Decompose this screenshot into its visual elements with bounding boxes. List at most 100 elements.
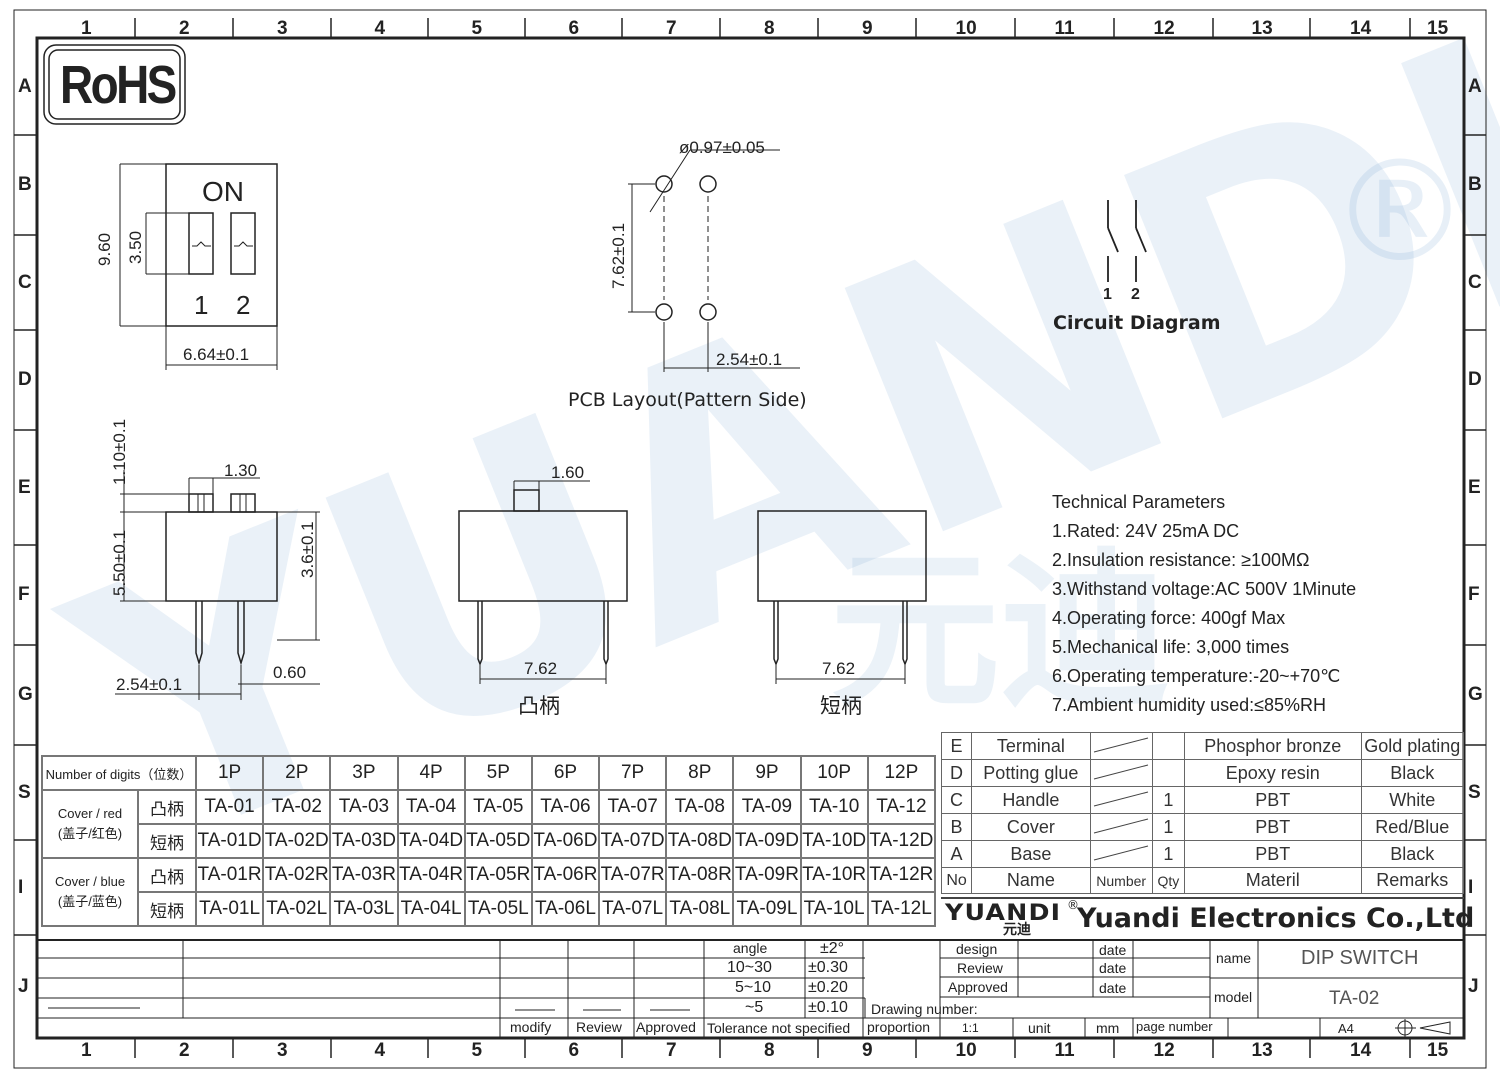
pn-cell: TA-12R [866, 857, 937, 893]
tech-param-item: 6.Operating temperature:-20~+70℃ [1052, 666, 1341, 686]
pn-digit-header: 8P [665, 755, 735, 791]
tb-review-2: Review [957, 960, 1003, 976]
tb-range-2: 5~10 [735, 979, 772, 996]
tb-angle: angle [733, 940, 768, 956]
side-handle-width-dim: 1.30 [224, 461, 258, 480]
grid-row-label-left: B [18, 174, 32, 195]
raised-handle-width-dim: 1.60 [551, 463, 585, 482]
grid-row-label-left: S [18, 781, 31, 803]
pn-group-label: Cover / blue(盖子/蓝色) [41, 857, 139, 927]
grid-col-label-bottom: 13 [1251, 1040, 1273, 1061]
pn-digit-header: 1P [194, 755, 265, 791]
tb-date-1: date [1099, 942, 1127, 958]
grid-col-label-bottom: 2 [179, 1040, 190, 1061]
side-pin-width-dim: 0.60 [273, 663, 307, 682]
bom-number [1089, 840, 1153, 868]
grid-col-label-top: 5 [471, 18, 483, 39]
grid-col-label-bottom: 15 [1427, 1040, 1449, 1061]
grid-col-label-top: 3 [277, 18, 288, 39]
grid-col-label-top: 6 [568, 18, 580, 39]
pn-group-label: Cover / red(盖子/红色) [41, 789, 139, 859]
pn-digit-header: 4P [396, 755, 466, 791]
circuit-caption: Circuit Diagram [1053, 312, 1221, 334]
pn-cell: TA-02 [262, 789, 332, 825]
bom-header-material: Materil [1183, 867, 1362, 894]
pn-handle-type: 短柄 [137, 823, 197, 859]
tech-title: Technical Parameters [1052, 492, 1226, 512]
pn-cell: TA-04R [396, 857, 466, 893]
tech-param-item: 2.Insulation resistance: ≥100MΩ [1052, 550, 1310, 570]
grid-row-label-left: G [18, 684, 33, 705]
tb-approved-2: Approved [948, 979, 1008, 995]
top-view-switch-1: 1 [194, 290, 209, 320]
bom-number-slash [1094, 791, 1149, 806]
bom-number-slash [1094, 818, 1149, 833]
bom-number-slash [1094, 764, 1149, 779]
technical-parameters: Technical Parameters 1.Rated: 24V 25mA D… [1052, 492, 1356, 724]
pn-cell: TA-05 [463, 789, 533, 825]
bom-material: PBT [1183, 840, 1362, 868]
grid-col-label-top: 9 [862, 18, 873, 39]
grid-col-label-top: 11 [1054, 18, 1075, 39]
tb-mm: mm [1096, 1020, 1120, 1036]
bom-no: A [940, 840, 973, 868]
tb-tolerance-ns: Tolerance not specified [707, 1020, 851, 1036]
bom-name: Cover [971, 813, 1091, 841]
bom-name: Potting glue [971, 759, 1091, 787]
bom-number [1089, 732, 1153, 760]
pn-cell: TA-02D [262, 823, 332, 859]
tb-design: design [956, 941, 998, 957]
pn-cell: TA-12L [866, 891, 937, 927]
pn-cell: TA-04 [396, 789, 466, 825]
tb-tol-2: ±0.20 [808, 979, 848, 996]
tb-review: Review [576, 1019, 622, 1035]
grid-row-label-right: I [1468, 876, 1474, 898]
top-view-width-dim: 6.64±0.1 [183, 345, 250, 364]
bom-header-remarks: Remarks [1360, 867, 1465, 894]
grid-row-label-left: J [18, 975, 29, 997]
grid-col-label-bottom: 8 [764, 1040, 775, 1061]
pn-cell: TA-10D [799, 823, 869, 859]
top-view-on-label: ON [202, 176, 244, 207]
pn-header-label: Number of digits（位数） [41, 755, 197, 791]
pn-cell: TA-10R [799, 857, 869, 893]
tb-tol-3: ±0.10 [808, 999, 848, 1016]
bom-number-slash [1094, 845, 1149, 860]
grid-row-label-right: F [1468, 584, 1480, 605]
tech-param-item: 1.Rated: 24V 25mA DC [1052, 521, 1240, 541]
grid-col-label-top: 15 [1427, 18, 1449, 39]
top-view-slot-dim: 3.50 [126, 230, 145, 264]
bom-remarks: Black [1360, 759, 1465, 787]
bom-no: D [940, 759, 973, 787]
pn-cell: TA-07 [598, 789, 668, 825]
tb-angle-tol: ±2° [820, 940, 845, 957]
tb-name-value: DIP SWITCH [1301, 947, 1419, 969]
bom-remarks: Red/Blue [1360, 813, 1465, 841]
tb-proportion: proportion [867, 1019, 931, 1035]
company-logo: YUANDI [945, 901, 1062, 926]
bom-name: Base [971, 840, 1091, 868]
pcb-hole-dim: ø0.97±0.05 [679, 138, 765, 157]
pn-cell: TA-06R [530, 857, 601, 893]
bom-material: Phosphor bronze [1183, 732, 1362, 760]
bom-qty: 1 [1151, 840, 1185, 868]
pn-cell: TA-09D [732, 823, 802, 859]
grid-col-label-bottom: 4 [374, 1040, 386, 1061]
pn-cell: TA-06D [530, 823, 601, 859]
grid-row-label-left: D [18, 369, 32, 390]
tech-param-item: 4.Operating force: 400gf Max [1052, 608, 1286, 628]
tb-tol-1: ±0.30 [808, 959, 848, 976]
pn-cell: TA-05D [463, 823, 533, 859]
pn-digit-header: 10P [799, 755, 869, 791]
pn-cell: TA-09L [732, 891, 802, 927]
tech-param-item: 3.Withstand voltage:AC 500V 1Minute [1052, 579, 1357, 599]
bom-qty: 1 [1151, 813, 1185, 841]
side-handle-height-dim: 1.10±0.1 [110, 418, 129, 485]
bom-remarks: White [1360, 786, 1465, 814]
